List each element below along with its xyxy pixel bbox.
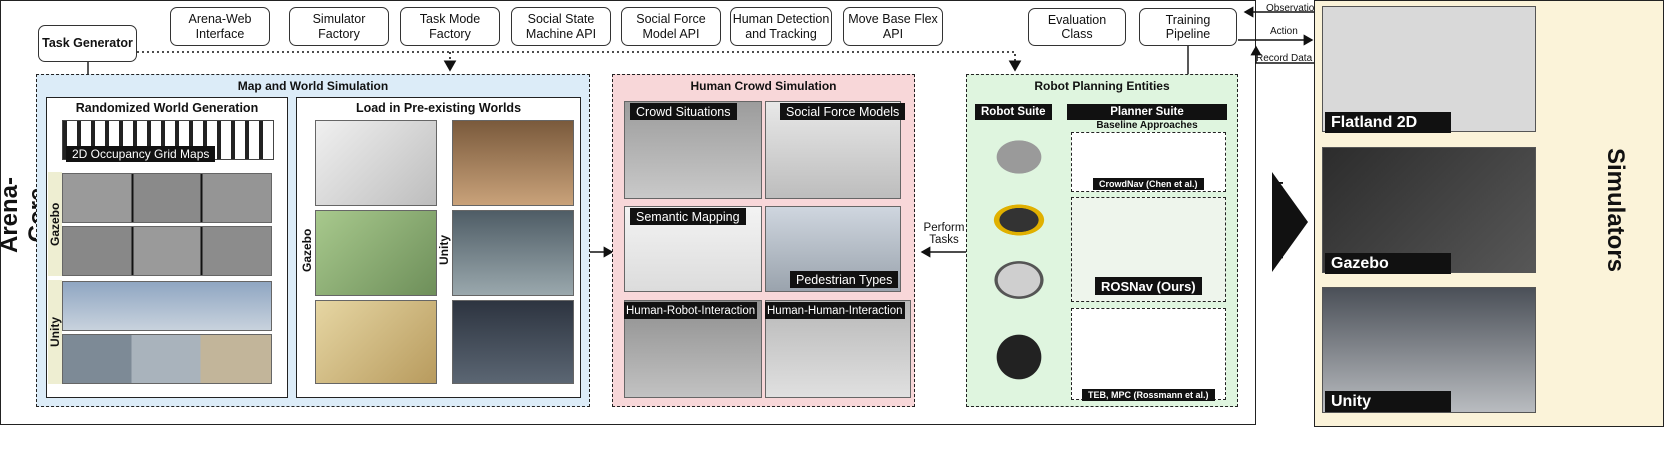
rand-gazebo-row2 <box>62 226 272 276</box>
action-label: Action <box>1270 26 1298 37</box>
flatland-img <box>1322 6 1536 132</box>
social-state-machine-box: Social State Machine API <box>511 7 611 46</box>
robot-suite-label: Robot Suite <box>975 104 1052 120</box>
robot-turtlebot-img <box>980 318 1058 396</box>
simulator-factory-box: Simulator Factory <box>289 7 389 46</box>
robot-jackal-img <box>980 196 1058 244</box>
semantic-mapping-label: Semantic Mapping <box>630 208 746 225</box>
social-force-label: Social Force Models <box>780 103 906 120</box>
grid-maps-caption: 2D Occupancy Grid Maps <box>66 146 216 162</box>
gazebo-sim-img <box>1322 147 1536 273</box>
pre-gazebo-warehouse <box>315 300 437 384</box>
pedestrian-types-label: Pedestrian Types <box>790 271 899 288</box>
arena-core-frame <box>0 0 1256 425</box>
gazebo-sim-label: Gazebo <box>1325 253 1451 274</box>
perform-tasks-label: Perform Tasks <box>923 222 965 246</box>
task-generator-box: Task Generator <box>38 25 137 62</box>
flatland-label: Flatland 2D <box>1325 112 1451 133</box>
rand-unity-band <box>48 280 62 384</box>
human-human-label: Human-Human-Interaction <box>765 302 905 319</box>
planner-suite-label: Planner Suite <box>1067 104 1227 120</box>
human-robot-label: Human-Robot-Interaction <box>624 302 758 319</box>
pre-gazebo-label: Gazebo <box>300 228 314 272</box>
crowd-situations-label: Crowd Situations <box>630 103 737 120</box>
baseline-label: Baseline Approaches <box>1096 120 1198 131</box>
crowdnav-label: CrowdNav (Chen et al.) <box>1093 178 1204 190</box>
pre-unity-hall <box>452 120 574 206</box>
observation-label: Observation <box>1266 3 1320 14</box>
record-data-label: Record Data <box>1256 53 1313 64</box>
human-detection-box: Human Detection and Tracking <box>730 7 832 46</box>
move-base-flex-box: Move Base Flex API <box>843 7 943 46</box>
rand-gazebo-row1 <box>62 173 272 223</box>
rosnav-label: ROSNav (Ours) <box>1095 277 1202 295</box>
rand-gazebo-label: Gazebo <box>48 202 62 246</box>
robot-round-img <box>980 250 1058 310</box>
randomized-title: Randomized World Generation <box>75 101 259 115</box>
planning-title: Robot Planning Entities <box>1034 79 1170 93</box>
evaluation-class-box: Evaluation Class <box>1028 8 1126 46</box>
rand-unity-label: Unity <box>48 317 62 347</box>
preexisting-title: Load in Pre-existing Worlds <box>355 101 522 115</box>
teb-label: TEB, MPC (Rossmann et al.) <box>1082 389 1215 401</box>
pre-unity-room <box>452 300 574 384</box>
robot-dog-img <box>980 128 1058 186</box>
pre-gazebo-office <box>315 120 437 206</box>
unity-sim-label: Unity <box>1325 391 1451 412</box>
rand-gazebo-band <box>48 172 62 276</box>
pre-unity-label: Unity <box>437 235 451 265</box>
task-mode-factory-box: Task Mode Factory <box>400 7 500 46</box>
map-world-title: Map and World Simulation <box>237 79 389 93</box>
rand-unity-row2 <box>62 334 272 384</box>
social-force-model-box: Social Force Model API <box>621 7 721 46</box>
arena-web-interface-box: Arena-Web Interface <box>170 7 270 46</box>
teb-box <box>1071 308 1226 400</box>
rand-unity-row1 <box>62 281 272 331</box>
crowd-title: Human Crowd Simulation <box>690 79 837 93</box>
pre-unity-glass <box>452 210 574 296</box>
simulators-label: Simulators <box>1602 147 1629 273</box>
training-pipeline-box: Training Pipeline <box>1139 8 1237 46</box>
pre-gazebo-city <box>315 210 437 296</box>
abstraction-arrow <box>1272 172 1308 272</box>
